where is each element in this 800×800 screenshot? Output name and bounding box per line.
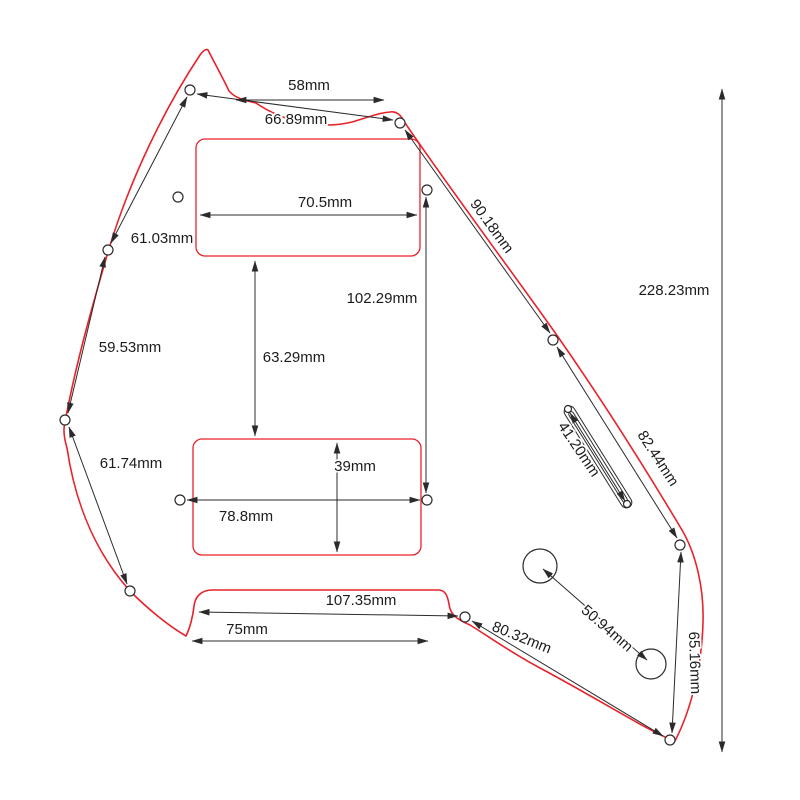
screw-hole: [184, 84, 196, 96]
dim-label-107-35: 107.35mm: [326, 592, 397, 609]
dim-label-228-23: 228.23mm: [639, 282, 710, 299]
dim-label-102-29: 102.29mm: [347, 290, 418, 307]
dim-label-50-94: 50.94mm: [578, 602, 636, 656]
slot-end-hole: [563, 404, 573, 414]
dim-label-66-89: 66.89mm: [265, 111, 328, 128]
dim-label-61-74: 61.74mm: [100, 455, 163, 472]
screw-hole: [421, 494, 433, 506]
screw-hole: [172, 191, 184, 203]
dim-line-90-18: [404, 129, 551, 334]
screw-hole: [59, 414, 71, 426]
dim-line-82-44: [556, 346, 678, 539]
screw-hole: [174, 494, 186, 506]
dim-line-61-74: [68, 426, 128, 585]
screw-hole: [459, 611, 471, 623]
dim-label-65-16: 65.16mm: [685, 631, 704, 694]
dim-label-78-8: 78.8mm: [219, 508, 273, 525]
dim-label-61-03: 61.03mm: [131, 230, 194, 247]
dim-line-80-32: [471, 620, 664, 737]
screw-hole: [102, 244, 114, 256]
dim-line-107-35: [198, 608, 459, 620]
screw-hole: [394, 117, 406, 129]
dim-line-61-03: [110, 96, 188, 244]
dim-line-50-94: [542, 568, 648, 661]
screw-hole: [674, 539, 686, 551]
screw-hole: [664, 734, 676, 746]
dim-label-75: 75mm: [226, 621, 268, 638]
control-hole-large: [635, 648, 667, 680]
screw-hole: [421, 184, 433, 196]
slot-end-hole: [622, 499, 632, 509]
dim-label-70-5: 70.5mm: [298, 194, 352, 211]
bridge-pickup-cutout: [192, 438, 422, 556]
dim-label-39: 39mm: [334, 458, 376, 475]
dim-line-59-53: [67, 256, 106, 414]
dim-label-80-32: 80.32mm: [490, 618, 554, 657]
control-hole-small: [522, 548, 558, 584]
dim-line-65-16: [669, 551, 684, 734]
dim-label-58: 58mm: [288, 77, 330, 94]
dim-label-59-53: 59.53mm: [99, 339, 162, 356]
screw-hole: [124, 585, 136, 597]
screw-hole: [547, 334, 559, 346]
dim-label-63-29: 63.29mm: [263, 349, 326, 366]
dim-line-66-89: [196, 92, 394, 122]
